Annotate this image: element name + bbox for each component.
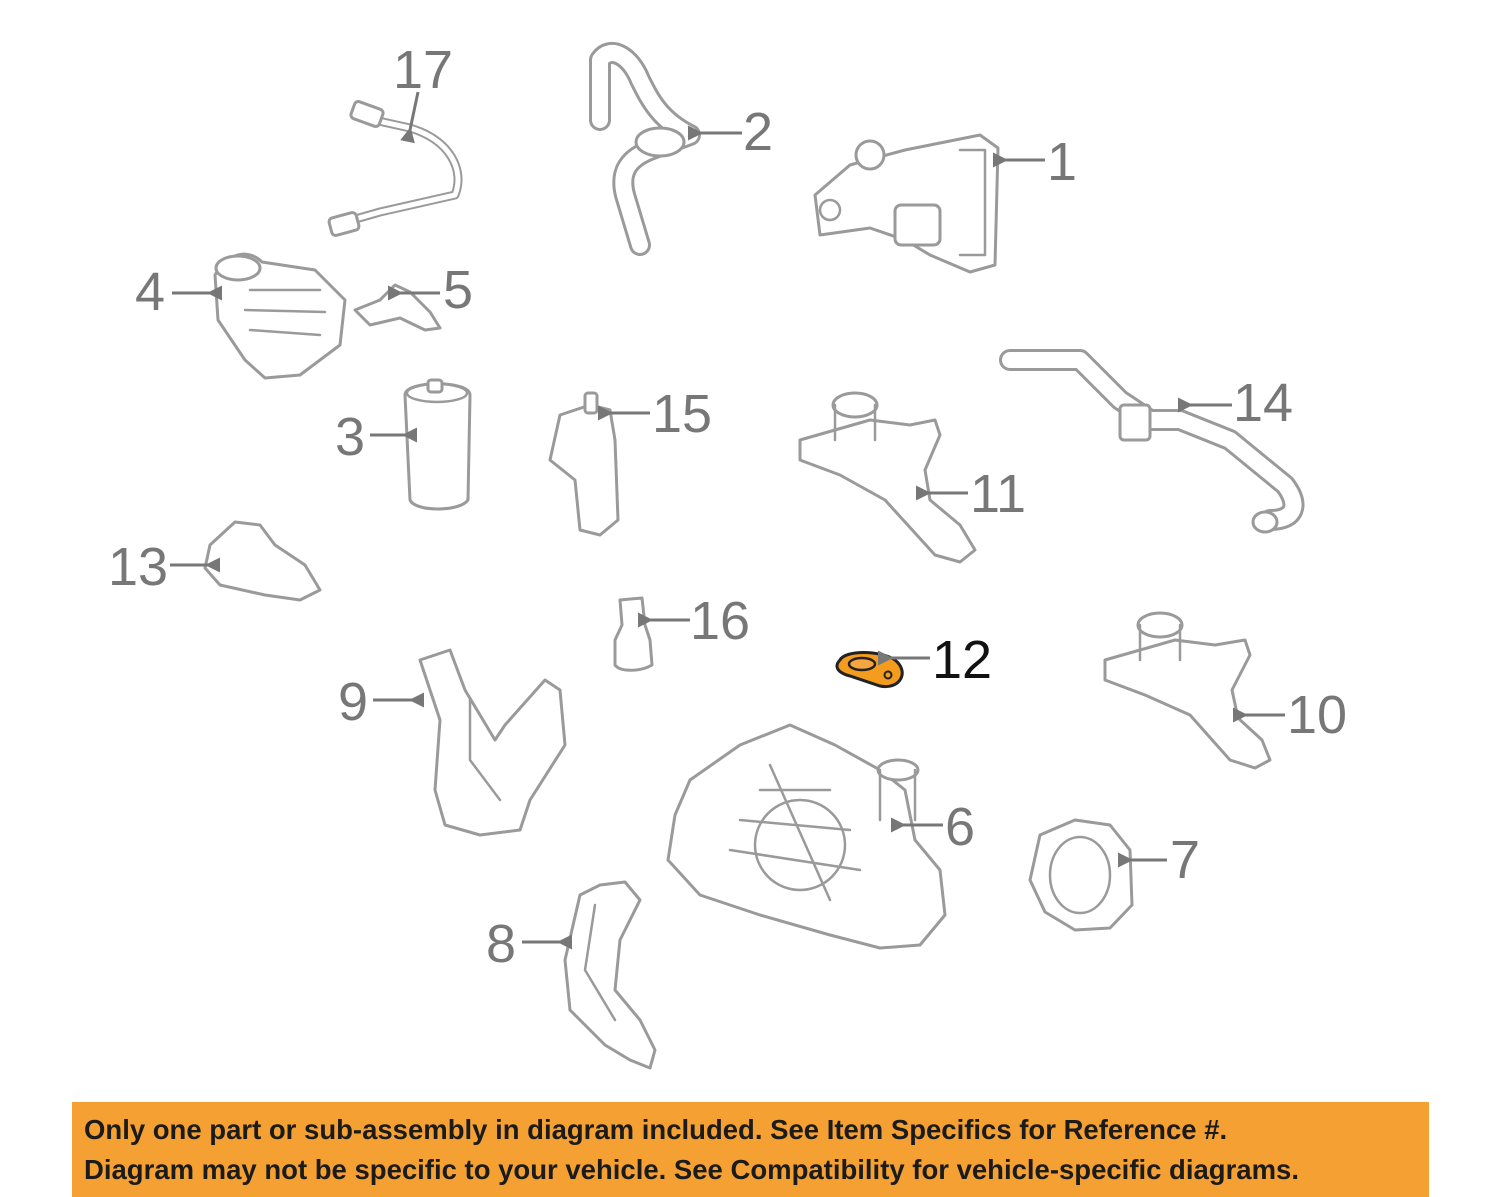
callout-1: 1 xyxy=(1047,132,1077,192)
callout-10: 10 xyxy=(1287,685,1347,745)
part-2-hose xyxy=(589,42,701,256)
part-5-bracket xyxy=(353,283,442,332)
part-3-canister xyxy=(403,378,472,511)
callout-8: 8 xyxy=(486,914,516,974)
callout-16: 16 xyxy=(690,591,750,651)
callout-12-highlighted: 12 xyxy=(932,630,992,690)
callout-15: 15 xyxy=(652,384,712,444)
part-10-valve xyxy=(1103,611,1272,770)
callout-3: 3 xyxy=(335,407,365,467)
part-7-ring xyxy=(1028,818,1134,932)
leader-lines xyxy=(170,91,1285,950)
callout-2: 2 xyxy=(743,102,773,162)
disclaimer-line-1: Only one part or sub-assembly in diagram… xyxy=(84,1114,1228,1145)
part-8-bracket xyxy=(563,880,657,1070)
callout-7: 7 xyxy=(1170,830,1200,890)
callout-6: 6 xyxy=(945,797,975,857)
callout-11: 11 xyxy=(970,464,1026,524)
part-11-valve xyxy=(798,391,977,564)
part-17-sensor-line xyxy=(327,100,463,237)
disclaimer-banner: Only one part or sub-assembly in diagram… xyxy=(72,1102,1429,1197)
part-15-switch-valve xyxy=(548,391,620,537)
callout-4: 4 xyxy=(135,262,165,322)
callout-17: 17 xyxy=(393,40,453,100)
callout-labels: 17 2 1 4 5 3 15 14 11 13 16 12 10 9 6 7 … xyxy=(108,40,1347,974)
callout-5: 5 xyxy=(443,260,473,320)
part-14-air-pipe xyxy=(999,349,1305,534)
part-9-bracket xyxy=(418,648,567,837)
part-6-air-pump xyxy=(666,723,947,950)
part-13-sensor xyxy=(203,520,322,602)
callout-14: 14 xyxy=(1233,373,1293,433)
part-16-cap xyxy=(613,596,654,672)
part-4-pump xyxy=(213,252,347,380)
callout-9: 9 xyxy=(338,672,368,732)
callout-13: 13 xyxy=(108,537,168,597)
part-1-air-valve xyxy=(813,133,1000,274)
disclaimer-line-2: Diagram may not be specific to your vehi… xyxy=(84,1154,1299,1185)
